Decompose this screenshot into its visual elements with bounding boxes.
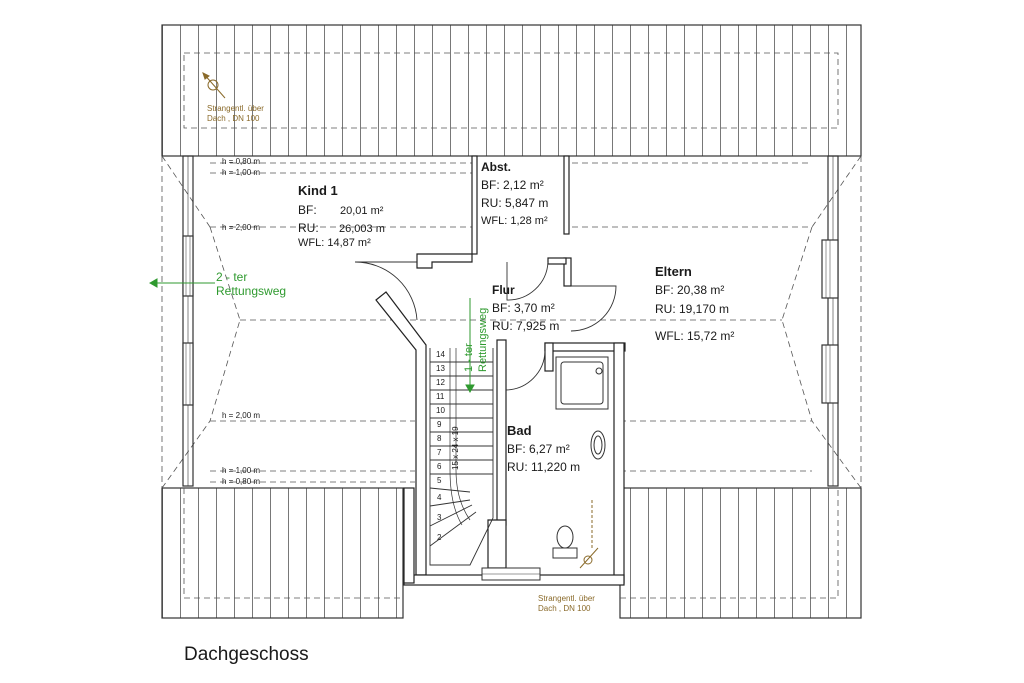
room-bad: Bad BF: 6,27 m² RU: 11,220 m [507,423,580,474]
step-14: 14 [436,350,445,359]
roof-bottom-left [161,487,404,619]
stair-step-numbers: 14 13 12 11 10 9 8 7 6 5 4 3 2 15 x 24 x… [436,350,460,542]
bad-ru: RU: 11,220 m [507,460,580,474]
vent-note-top-line2: Dach , DN 100 [207,114,260,123]
step-12: 12 [436,378,445,387]
room-abst: Abst. BF: 2,12 m² RU: 5,847 m WFL: 1,28 … [481,160,548,227]
height-bot-200: h = 2,00 m [222,411,260,420]
room-eltern: Eltern BF: 20,38 m² RU: 19,170 m WFL: 15… [655,264,734,343]
flur-bf: BF: 3,70 m² [492,301,555,315]
first-escape-line2: Rettungsweg [477,308,489,372]
bathroom-fixtures [552,356,609,559]
step-13: 13 [436,364,445,373]
room-name-eltern: Eltern [655,264,692,279]
height-top-200: h = 2,00 m [222,223,260,232]
plan-caption: Dachgeschoss [184,644,309,665]
vent-note-bottom-line1: Strangentl. über [538,594,595,603]
eltern-bf: BF: 20,38 m² [655,283,724,297]
height-labels: h = 0,80 m h = 1,00 m h = 2,00 m h = 2,0… [222,157,260,486]
height-top-100: h = 1,00 m [222,168,260,177]
height-top-080: h = 0,80 m [222,157,260,166]
step-2: 2 [437,533,442,542]
staircase [429,348,494,566]
eltern-ru: RU: 19,170 m [655,302,729,316]
abst-ru: RU: 5,847 m [481,196,548,210]
vent-note-bottom-line2: Dach , DN 100 [538,604,591,613]
room-name-kind1: Kind 1 [298,183,338,198]
second-escape-line2: Rettungsweg [216,284,286,298]
escape-route-arrows [148,278,475,394]
step-5: 5 [437,476,442,485]
step-10: 10 [436,406,445,415]
doors [354,261,617,391]
step-3: 3 [437,513,442,522]
height-bot-100: h = 1,00 m [222,466,260,475]
flur-ru: RU: 7,925 m [492,319,559,333]
room-name-flur: Flur [492,283,515,297]
room-name-bad: Bad [507,423,532,438]
abst-bf: BF: 2,12 m² [481,178,544,192]
step-9: 9 [437,420,442,429]
vent-pipe-icons [202,72,599,569]
escape-route-labels: 2 - ter Rettungsweg 1 - ter Rettungsweg [216,270,489,372]
eltern-wfl: WFL: 15,72 m² [655,329,734,343]
first-escape-line1: 1 - ter [463,343,475,372]
bad-bf: BF: 6,27 m² [507,442,570,456]
height-bot-080: h = 0,80 m [222,477,260,486]
kind1-ru-value: 26,003 m [339,223,385,235]
step-4: 4 [437,493,442,502]
step-11: 11 [436,392,445,401]
vent-note-top-line1: Strangentl. über [207,104,264,113]
second-escape-line1: 2 - ter [216,270,247,284]
kind1-ru-label: RU: [298,221,319,235]
roof-bottom-right [619,487,862,619]
bottom-window [481,567,541,581]
room-flur: Flur BF: 3,70 m² RU: 7,925 m [492,283,559,333]
step-6: 6 [437,462,442,471]
room-kind1: Kind 1 BF: 20,01 m² RU: 26,003 m WFL: 14… [298,183,385,249]
step-8: 8 [437,434,442,443]
stair-spec: 15 x 24 x 19 [451,426,460,470]
vent-notes: Strangentl. über Dach , DN 100 Strangent… [207,104,595,613]
kind1-wfl: WFL: 14,87 m² [298,237,371,249]
kind1-bf-label: BF: [298,203,317,217]
abst-wfl: WFL: 1,28 m² [481,215,548,227]
height-lines [161,155,862,489]
step-7: 7 [437,448,442,457]
left-gable-wall [182,155,194,487]
interior-walls [375,155,626,586]
right-gable-wall [821,155,839,487]
roof-top [161,24,862,157]
kind1-bf-value: 20,01 m² [340,205,384,217]
room-name-abst: Abst. [481,160,511,174]
